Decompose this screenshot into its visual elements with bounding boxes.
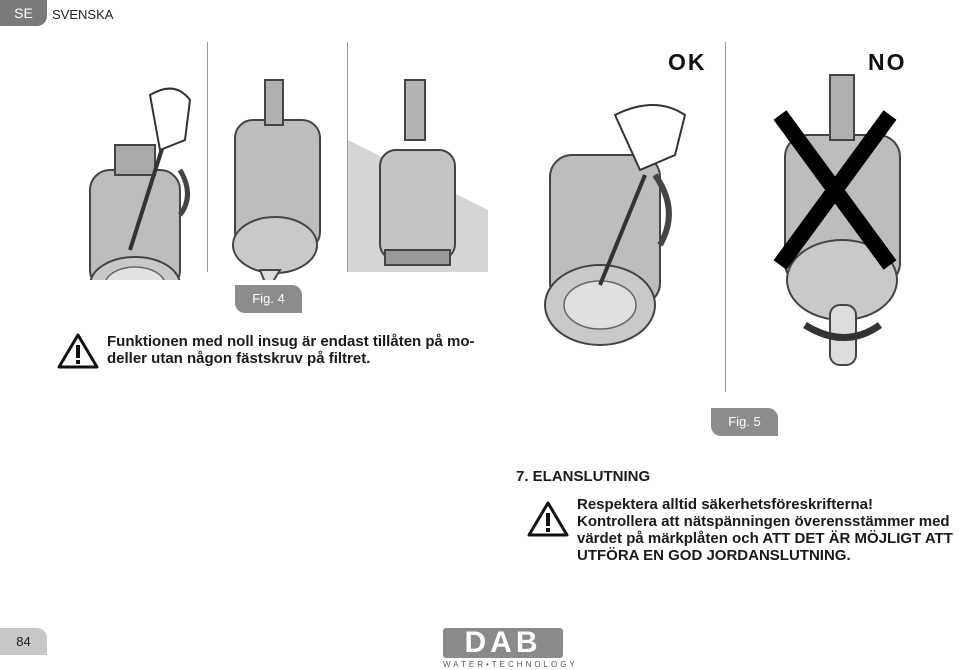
pump-drawing	[544, 104, 687, 346]
fig4-label: Fig. 4	[235, 285, 302, 313]
section-title: 7. ELANSLUTNING	[516, 468, 651, 485]
fig5-label: Fig. 5	[711, 408, 778, 436]
fig4-illustration	[89, 79, 488, 280]
language-code-tab: SE	[0, 0, 47, 26]
section7-warning-line: värdet på märkplåten och ATT DET ÄR MÖJL…	[577, 530, 953, 547]
divider-line	[347, 42, 348, 272]
language-name: SVENSKA	[52, 7, 114, 22]
divider-line	[725, 42, 726, 392]
fig5-illustration	[544, 74, 901, 366]
no-label: NO	[868, 49, 907, 75]
section7-warning-line: UTFÖRA EN GOD JORDANSLUTNING.	[577, 547, 851, 564]
divider-line	[207, 42, 208, 272]
cross-mark-icon	[773, 110, 897, 270]
brand-tagline: WATER•TECHNOLOGY	[443, 660, 578, 669]
fig4-warning-line: deller utan någon fästskruv på filtret.	[107, 350, 371, 367]
page-number: 84	[0, 628, 47, 655]
warning-triangle-icon	[527, 501, 569, 537]
warning-triangle-icon	[57, 333, 99, 369]
pump-drawing	[379, 79, 456, 266]
fig4-warning-text: Funktionen med noll insug är endast till…	[107, 333, 487, 367]
pump-drawing	[232, 79, 321, 280]
rotation-arrow-icon	[803, 322, 883, 341]
section7-warning-text: Respektera alltid säkerhetsföreskriftern…	[577, 496, 959, 564]
pump-drawing	[89, 87, 192, 280]
section7-warning-line: Respektera alltid säkerhetsföreskriftern…	[577, 496, 873, 513]
brand-logo: DAB	[443, 628, 563, 658]
section7-warning-line: Kontrollera att nätspänningen överensstä…	[577, 513, 950, 530]
fig4-warning-line: Funktionen med noll insug är endast till…	[107, 333, 475, 350]
ok-label: OK	[668, 49, 707, 75]
brand-name: DAB	[464, 626, 542, 659]
